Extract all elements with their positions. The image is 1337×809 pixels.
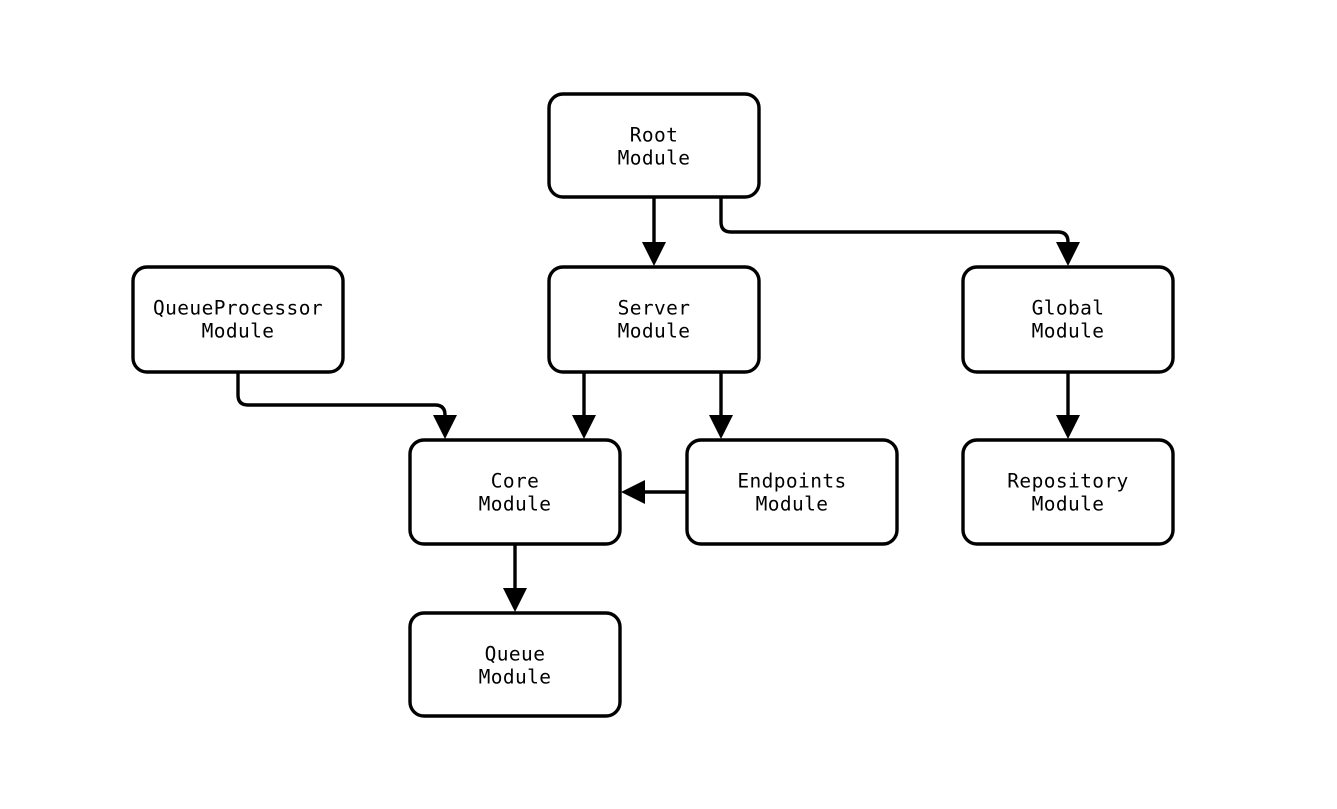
edge-root-to-server [642, 197, 666, 266]
node-queueprocessor-module[interactable]: QueueProcessor Module [131, 265, 345, 374]
node-endpoints-module[interactable]: Endpoints Module [685, 438, 899, 546]
node-endpoints-module-label-line1: Endpoints [737, 470, 846, 493]
node-layer: Root Module QueueProcessor Module Server… [131, 92, 1175, 718]
node-queueprocessor-module-box[interactable] [131, 265, 345, 374]
edge-server-to-endpoints [709, 372, 733, 439]
node-queue-module-label-line2: Module [479, 666, 552, 689]
node-repository-module[interactable]: Repository Module [961, 438, 1175, 546]
node-core-module-box[interactable] [408, 438, 622, 546]
node-repository-module-label-line1: Repository [1007, 470, 1128, 493]
node-queue-module-box[interactable] [408, 611, 622, 718]
node-queue-module[interactable]: Queue Module [408, 611, 622, 718]
edge-global-to-repository [1056, 372, 1080, 439]
node-core-module-label-line1: Core [491, 470, 540, 493]
node-core-module-label-line2: Module [479, 493, 552, 516]
node-global-module-box[interactable] [961, 265, 1175, 374]
node-global-module[interactable]: Global Module [961, 265, 1175, 374]
node-root-module-label-line1: Root [630, 124, 679, 147]
node-queue-module-label-line1: Queue [485, 643, 546, 666]
node-server-module[interactable]: Server Module [547, 265, 761, 374]
node-endpoints-module-label-line2: Module [756, 493, 829, 516]
node-root-module[interactable]: Root Module [547, 92, 761, 199]
edge-core-to-queue [503, 544, 527, 612]
edge-server-to-core [572, 372, 596, 439]
edge-layer [236, 197, 1080, 612]
node-repository-module-label-line2: Module [1032, 493, 1105, 516]
node-server-module-label-line1: Server [618, 297, 691, 320]
node-root-module-label-line2: Module [618, 147, 691, 170]
edge-queueprocessor-to-core [236, 372, 457, 439]
node-queueprocessor-module-label-line2: Module [202, 320, 275, 343]
node-server-module-box[interactable] [547, 265, 761, 374]
node-global-module-label-line2: Module [1032, 320, 1105, 343]
node-global-module-label-line1: Global [1032, 297, 1105, 320]
node-endpoints-module-box[interactable] [685, 438, 899, 546]
node-core-module[interactable]: Core Module [408, 438, 622, 546]
node-server-module-label-line2: Module [618, 320, 691, 343]
edge-root-to-global [719, 197, 1080, 266]
node-root-module-box[interactable] [547, 92, 761, 199]
edge-endpoints-to-core [621, 480, 687, 504]
node-queueprocessor-module-label-line1: QueueProcessor [153, 297, 323, 320]
node-repository-module-box[interactable] [961, 438, 1175, 546]
